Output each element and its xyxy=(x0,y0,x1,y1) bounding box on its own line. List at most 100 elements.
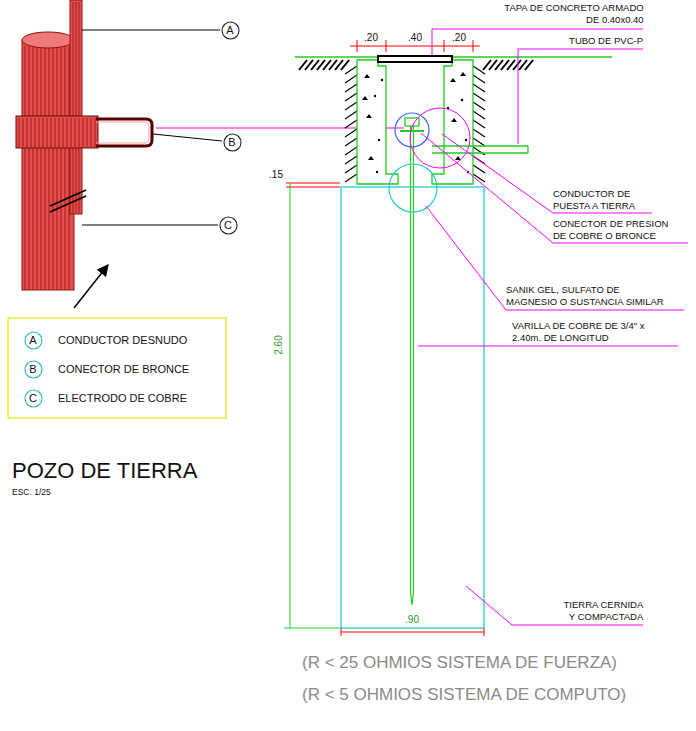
stripe xyxy=(41,46,42,289)
ground-line xyxy=(295,56,612,58)
callout-text: TUBO DE PVC-P xyxy=(569,35,643,47)
aggregate-mark xyxy=(381,79,383,81)
legend-key-circle: C xyxy=(24,389,43,408)
stripe xyxy=(95,118,96,147)
callout-leader xyxy=(82,225,218,226)
stripe xyxy=(45,46,46,289)
aggregate-mark xyxy=(451,118,457,122)
stripe xyxy=(55,118,56,147)
wall-hatch-line xyxy=(473,147,485,155)
aggregate-mark xyxy=(455,156,461,160)
u-bolt-highlight xyxy=(96,122,149,143)
wall-hatch-line xyxy=(473,75,485,83)
wall-hatch-line xyxy=(345,156,357,164)
aggregate-mark xyxy=(450,78,456,82)
callout-text: TIERRA CERNIDA Y COMPACTADA xyxy=(561,599,643,623)
wall-hatch-line xyxy=(473,165,485,173)
concrete-aggregate xyxy=(362,72,469,173)
clamp-band xyxy=(16,116,98,148)
circle-shape xyxy=(25,390,42,407)
bare-conductor xyxy=(70,0,82,214)
stripe xyxy=(91,118,92,147)
dimension-line xyxy=(290,183,291,628)
callout-letter: C xyxy=(24,389,43,405)
wall-hatch-line xyxy=(473,84,485,92)
callout-leader xyxy=(153,134,222,141)
stripe xyxy=(37,46,38,289)
wall-hatch-line xyxy=(345,111,357,119)
stripe xyxy=(73,2,74,213)
wall-hatch-line xyxy=(345,75,357,83)
callout-text: CONDUCTOR DE PUESTA A TIERRA xyxy=(553,188,638,212)
detail-circle xyxy=(389,164,437,212)
dimension-line xyxy=(286,187,340,188)
dimension-line xyxy=(284,628,340,629)
wall-hatch-line xyxy=(473,66,485,74)
clamp-stripes xyxy=(19,118,95,147)
detail-circle xyxy=(395,113,429,147)
wall-hatch-line xyxy=(345,120,357,128)
pressure-connector xyxy=(400,130,424,132)
aggregate-mark xyxy=(368,156,374,160)
dimension-tick xyxy=(386,40,387,52)
callout-letter: A xyxy=(221,21,240,37)
electrode-top xyxy=(22,32,74,48)
callout-text: SANIK GEL, SULFATO DE MAGNESIO O SUSTANC… xyxy=(506,284,666,308)
dimension-text: .40 xyxy=(408,31,422,44)
wall-hatch-line xyxy=(345,165,357,173)
leader-line xyxy=(442,134,652,213)
pointer-arrow xyxy=(74,265,108,308)
stripe xyxy=(61,46,62,289)
callout-circle: B xyxy=(223,133,242,152)
stripe xyxy=(76,2,77,213)
leader-line xyxy=(518,49,643,144)
stripe xyxy=(87,118,88,147)
concrete-wall xyxy=(357,60,398,184)
legend-text: CONDUCTOR DESNUDO xyxy=(58,333,187,347)
stripe xyxy=(35,118,36,147)
stripe xyxy=(29,46,30,289)
drawing-title: POZO DE TIERRA xyxy=(12,458,197,484)
wall-hatch-line xyxy=(345,174,357,182)
aggregate-mark xyxy=(378,139,380,141)
dimension-text: .15 xyxy=(269,168,283,181)
stripe xyxy=(39,118,40,147)
stripe xyxy=(51,118,52,147)
pvc-pipe xyxy=(527,146,528,153)
stripe xyxy=(43,118,44,147)
stripe xyxy=(83,118,84,147)
stripe xyxy=(31,118,32,147)
wall-hatch-line xyxy=(345,138,357,146)
stripe xyxy=(53,46,54,289)
stripe xyxy=(33,46,34,289)
conductor-stripes xyxy=(73,2,79,213)
wall-hatch-line xyxy=(345,93,357,101)
resistance-note: (R < 5 OHMIOS SISTEMA DE COMPUTO) xyxy=(302,684,626,705)
aggregate-mark xyxy=(465,139,467,141)
stripe xyxy=(27,118,28,147)
legend-key-circle: B xyxy=(24,360,43,379)
callout-letter: B xyxy=(24,360,43,376)
leader-line xyxy=(466,586,643,625)
stripe xyxy=(67,118,68,147)
aggregate-mark xyxy=(374,95,376,97)
wall-hatch-line xyxy=(473,129,485,137)
electrode-body xyxy=(22,40,74,290)
cut-mark xyxy=(50,190,86,212)
wall-hatch-line xyxy=(345,102,357,110)
pvc-pipe xyxy=(432,152,528,153)
resistance-note: (R < 25 OHMIOS SISTEMA DE FUERZA) xyxy=(302,652,617,673)
concrete-lid xyxy=(378,56,452,62)
stripe xyxy=(25,46,26,289)
callout-text: TAPA DE CONCRETO ARMADO DE 0.40x0.40 xyxy=(502,2,644,26)
wall-hatch-line xyxy=(345,147,357,155)
callout-leader xyxy=(82,30,220,31)
dimension-line xyxy=(286,183,340,184)
callout-circle: A xyxy=(221,21,240,40)
legend-text: CONECTOR DE BRONCE xyxy=(58,362,189,376)
wall-hatch-line xyxy=(473,111,485,119)
dimension-line xyxy=(350,46,480,47)
stripe xyxy=(79,118,80,147)
legend-key-circle: A xyxy=(24,331,43,350)
